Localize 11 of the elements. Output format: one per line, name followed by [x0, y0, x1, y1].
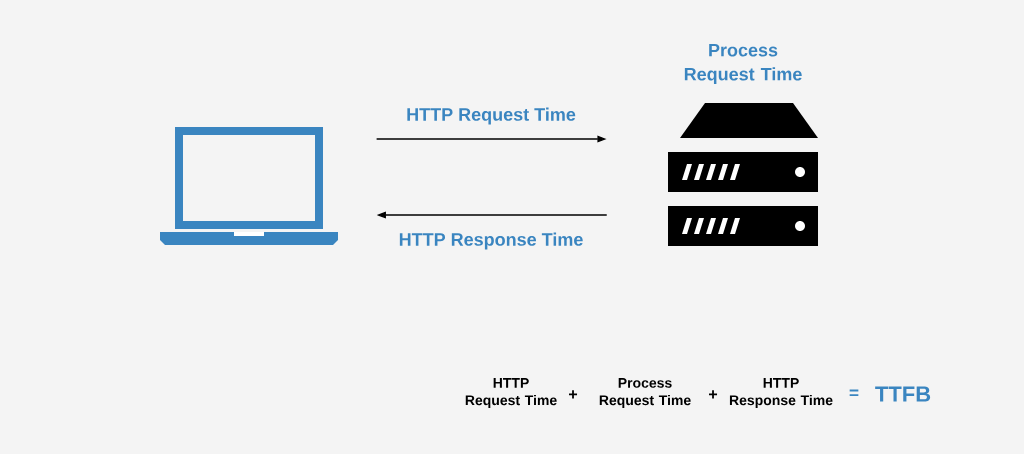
- edge-label: HTTP Response Time: [399, 232, 583, 250]
- formula-term: HTTP Response Time: [729, 378, 833, 408]
- plus-sign: +: [709, 390, 718, 399]
- edge-label: HTTP Request Time: [407, 107, 576, 125]
- result-text: TTFB: [875, 386, 931, 402]
- plus-sign: +: [569, 390, 578, 399]
- server-drawing: [668, 103, 818, 246]
- formula-term: Process Request Time: [599, 378, 691, 408]
- formula-term: HTTP Request Time: [465, 378, 557, 408]
- node-label: Process Request Time: [684, 43, 802, 85]
- equals-sign: =: [849, 389, 859, 397]
